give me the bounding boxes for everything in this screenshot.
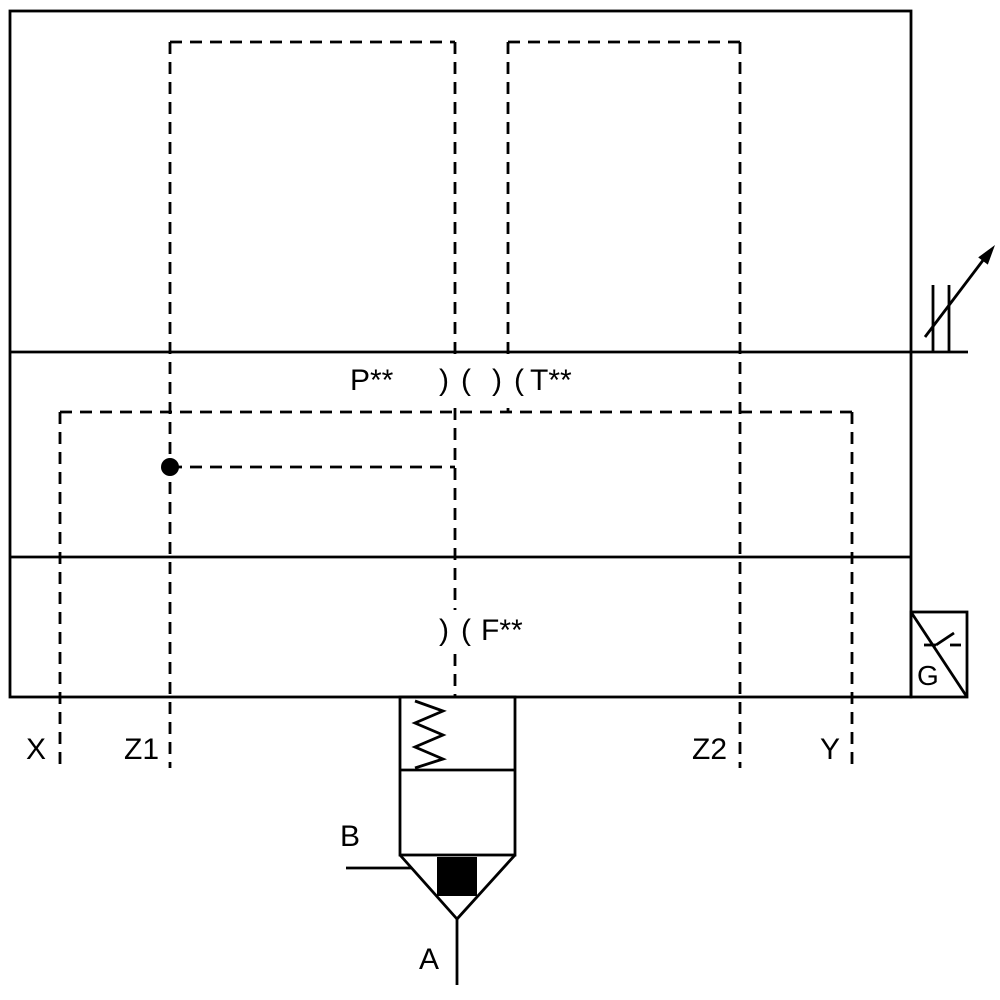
throttle-adjust-arrow-shaft <box>923 254 989 338</box>
switch-contact-blade-icon <box>935 631 955 647</box>
switch-box-diagonal <box>909 611 969 698</box>
orifice-symbol-f: )( <box>439 614 483 647</box>
pilot-lines <box>58 40 854 768</box>
spring-icon <box>411 699 447 770</box>
valve-housing-outline <box>8 9 968 699</box>
housing-outer-border <box>8 9 913 699</box>
port-label-x: X <box>26 733 47 766</box>
switch-label-g: G <box>917 660 939 691</box>
switch-box <box>909 610 969 699</box>
junction-dot <box>161 458 179 476</box>
orifice-label-p: P** <box>350 364 394 397</box>
port-label-b: B <box>340 820 361 853</box>
poppet-seat-left <box>398 854 459 920</box>
orifice-symbol-t: )( <box>492 364 536 397</box>
throttle-adjust-arrowhead-icon <box>978 245 995 265</box>
poppet-seat-right <box>455 854 517 920</box>
position-switch-symbol <box>909 610 969 699</box>
poppet-element <box>437 857 477 896</box>
orifice-label-t: T** <box>530 364 572 397</box>
port-label-y: Y <box>820 733 841 766</box>
port-label-z2: Z2 <box>692 733 728 766</box>
adjustable-throttle-symbol <box>923 245 995 351</box>
port-label-a: A <box>419 943 440 976</box>
port-label-z1: Z1 <box>124 733 160 766</box>
cartridge-body <box>398 695 517 857</box>
orifice-symbol-p: )( <box>439 364 483 397</box>
cartridge-valve-symbol <box>346 695 517 985</box>
orifice-label-f: F** <box>481 614 523 647</box>
